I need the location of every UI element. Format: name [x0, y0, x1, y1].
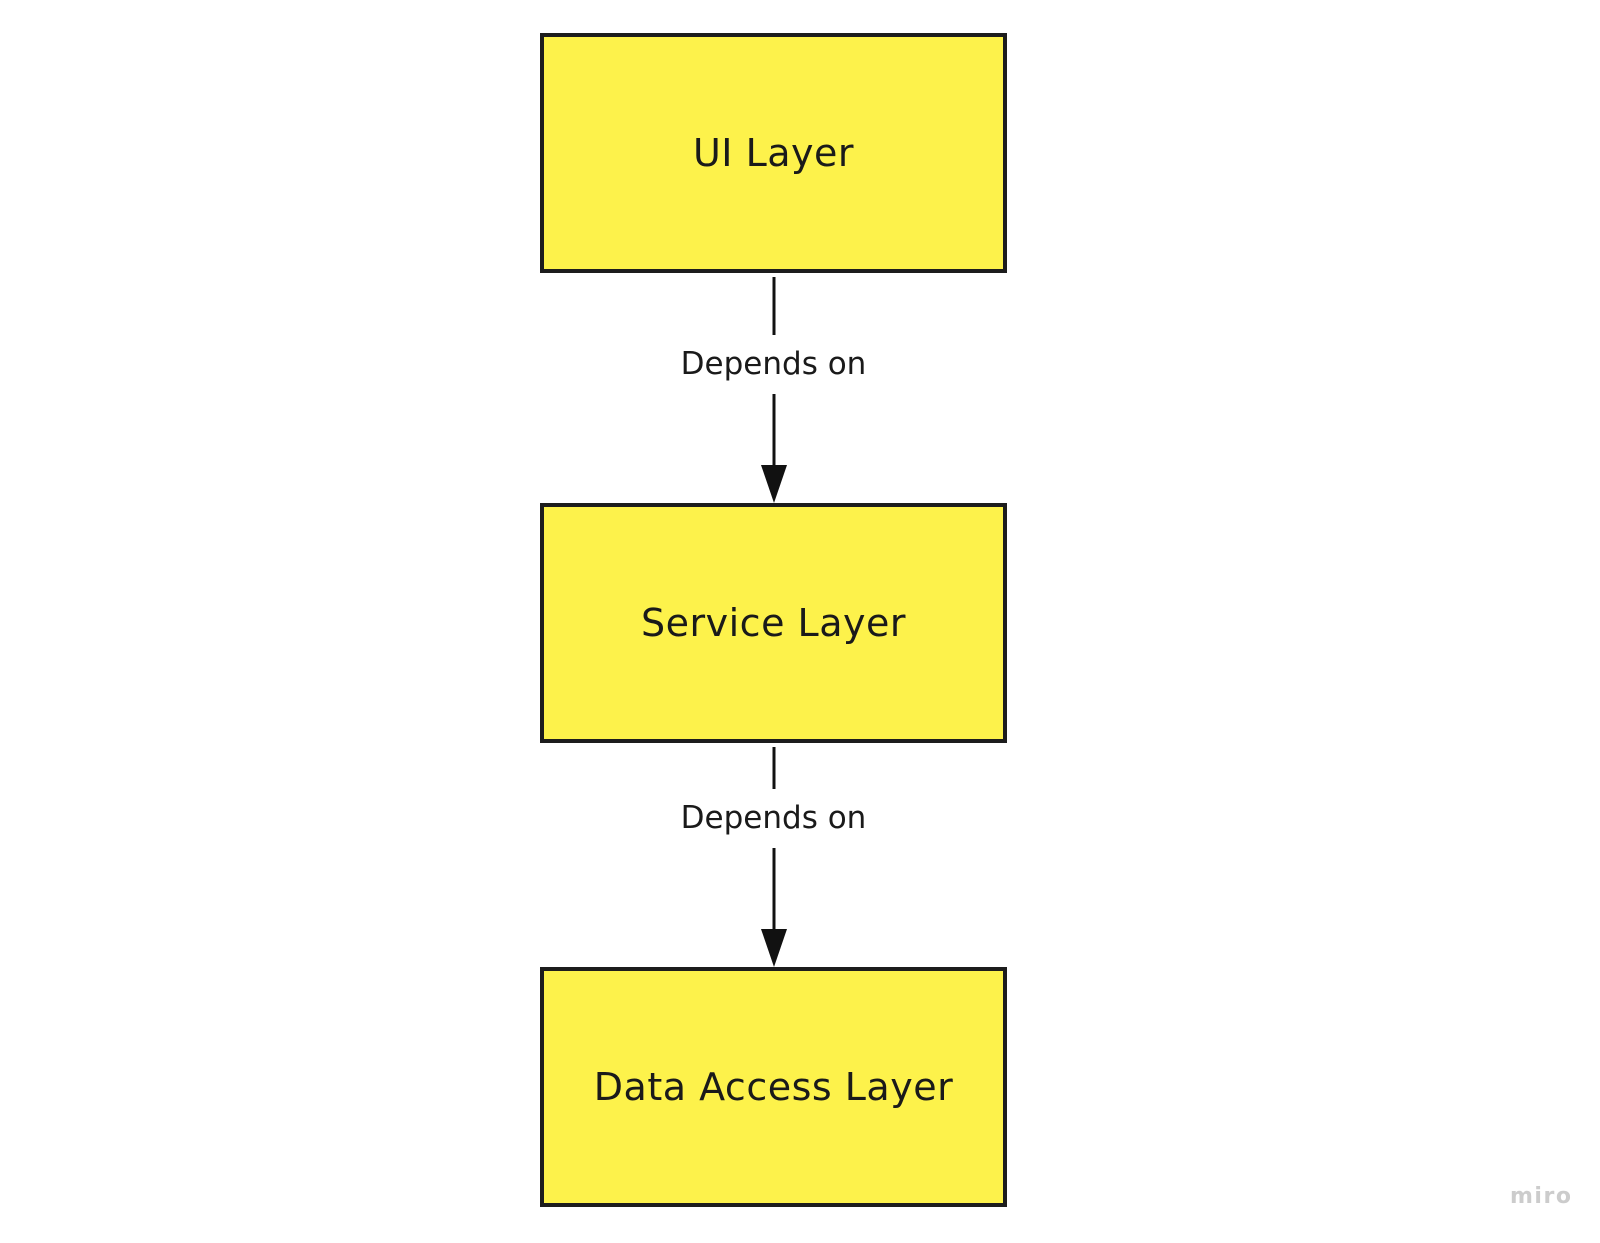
- node-ui-layer[interactable]: UI Layer: [540, 33, 1007, 273]
- edge-service-to-data-label: Depends on: [670, 789, 877, 848]
- edge-ui-to-service[interactable]: Depends on: [540, 277, 1007, 503]
- node-service-layer[interactable]: Service Layer: [540, 503, 1007, 743]
- arrowhead-down-icon: [760, 465, 787, 503]
- node-service-layer-label: Service Layer: [641, 601, 906, 645]
- node-data-access-layer-label: Data Access Layer: [593, 1065, 954, 1109]
- edge-ui-to-service-label: Depends on: [670, 335, 877, 394]
- edge-service-to-data[interactable]: Depends on: [540, 747, 1007, 967]
- edge-line: [772, 747, 775, 961]
- node-data-access-layer[interactable]: Data Access Layer: [540, 967, 1007, 1207]
- miro-watermark: miro: [1510, 1184, 1573, 1209]
- node-ui-layer-label: UI Layer: [692, 131, 855, 175]
- arrowhead-down-icon: [760, 929, 787, 967]
